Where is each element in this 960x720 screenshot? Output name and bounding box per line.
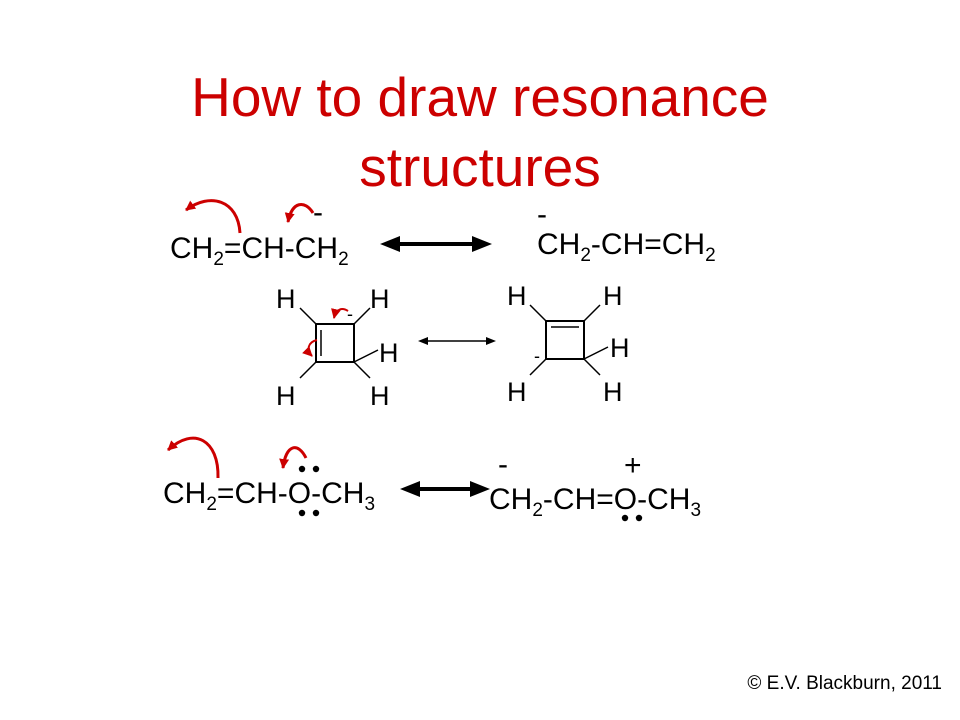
r3r-plus: + [624,449,642,482]
r3l-methyl: -CH [311,477,364,510]
r1r-ch: CH [537,228,580,261]
r2l-h-bottom-left: H [276,381,296,411]
r2l-h-bottom-right: H [370,381,390,411]
r3r-ch: CH [489,483,532,516]
r3r-oxygen: O [614,483,637,516]
r1l-sub1: 2 [213,249,224,270]
svg-text:CH2-CH=O-CH3: CH2-CH=O-CH3 [489,483,701,521]
r3r-lone-pair [621,514,643,522]
svg-text:CH2-CH=CH2: CH2-CH=CH2 [537,228,716,266]
r1-resonance-arrow [380,236,492,252]
r3l-mid: =CH- [217,477,288,510]
title-line-1: How to draw resonance [191,66,769,128]
r2l-h-top-left: H [276,284,296,314]
r3r-minus: - [498,448,508,481]
r2l-h-right: H [379,338,399,368]
copyright-text: © E.V. Blackburn, 2011 [747,673,942,694]
title-line-2: structures [359,136,601,198]
r3r-sub3: 3 [690,500,701,521]
r1l-sub2: 2 [338,249,349,270]
r2-curved-arrow-1 [331,308,349,319]
svg-text:CH2=CH-CH2: CH2=CH-CH2 [170,232,349,270]
r2l-h-top-right: H [370,284,390,314]
r1l-rest: =CH-CH [224,232,338,265]
r1-curved-arrow-2 [284,203,315,223]
r2r-h-top-right: H [603,281,623,311]
r3r-methyl: -CH [637,483,690,516]
row3-right-formula: - + CH2-CH=O-CH3 [489,448,701,522]
r2l-charge: - [347,304,353,324]
r2-curved-arrow-2 [302,339,318,357]
slide-title: How to draw resonance structures [0,62,960,202]
svg-text:CH2=CH-O-CH3: CH2=CH-O-CH3 [163,477,375,515]
row1-left-formula: CH2=CH-CH2 - [170,196,349,270]
r1r-rest: -CH=CH [591,228,705,261]
r2-resonance-arrow [418,337,496,345]
row3-left-formula: CH2=CH-O-CH3 [163,465,375,517]
r1-curved-arrow-1 [185,199,242,234]
r3r-mid: -CH= [543,483,614,516]
r1r-sub2: 2 [705,245,716,266]
r3-curved-arrow-2 [279,446,308,469]
r2r-h-top-left: H [507,281,527,311]
r1r-charge: - [537,198,547,231]
r1l-ch: CH [170,232,213,265]
row2-left-structure: H H H H H - [276,284,399,411]
r3-resonance-arrow [400,481,490,497]
r2r-charge: - [534,346,540,366]
r3l-oxygen: O [288,477,311,510]
r1r-sub1: 2 [580,245,591,266]
r2r-h-bottom-right: H [603,377,623,407]
row1-right-formula: - CH2-CH=CH2 [537,198,716,266]
r3l-sub1: 2 [206,494,217,515]
r3l-ch: CH [163,477,206,510]
r3r-sub1: 2 [532,500,543,521]
r3-curved-arrow-1 [166,436,220,479]
r2r-h-bottom-left: H [507,377,527,407]
row2-right-structure: H H H H H - [507,281,630,407]
r2r-h-right: H [610,333,630,363]
r3l-sub3: 3 [364,494,375,515]
r1l-charge: - [313,196,323,229]
r3l-lone-pairs [298,465,320,517]
